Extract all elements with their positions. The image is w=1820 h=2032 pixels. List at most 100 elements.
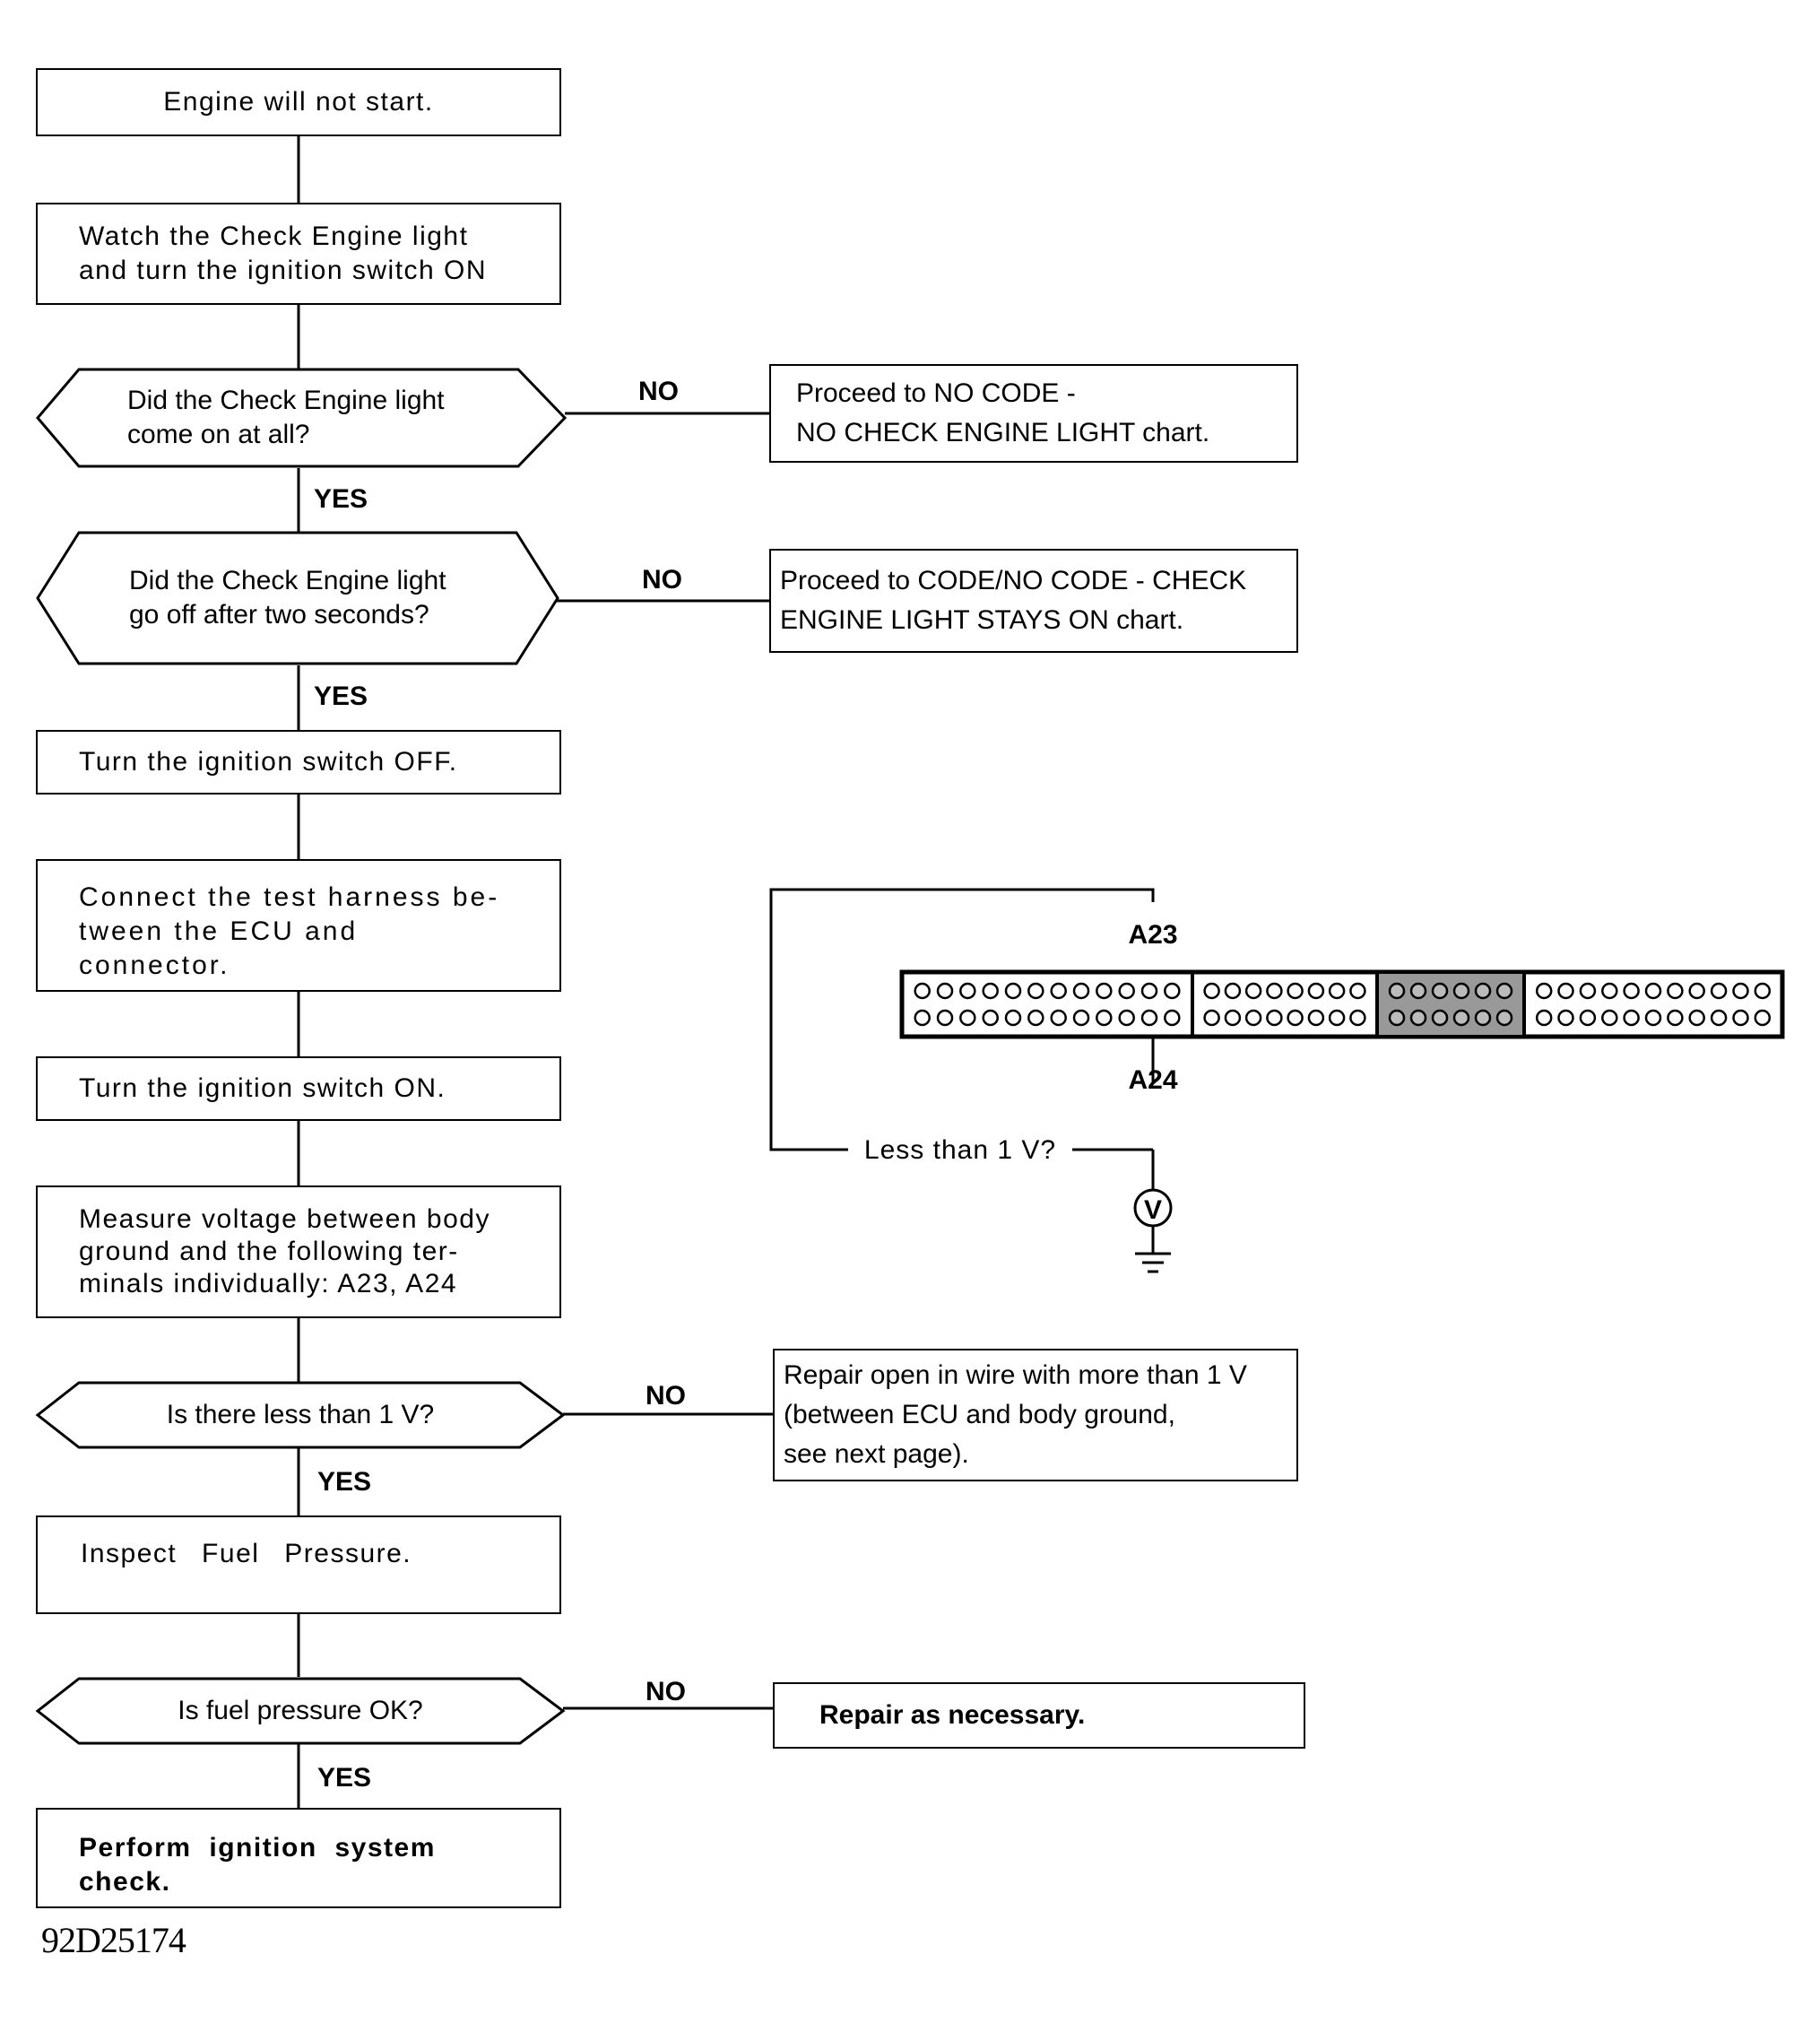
figure-caption: 92D25174 [41, 1920, 186, 1960]
connector-pin [1203, 982, 1220, 1000]
connector-pin [1388, 1009, 1406, 1027]
ignition-on-text: Turn the ignition switch ON. [79, 1073, 446, 1103]
connector-pin [1557, 1009, 1574, 1027]
connector-pin [1623, 1009, 1640, 1027]
branch-repair-text: Repair as necessary. [819, 1700, 1086, 1730]
voltmeter-symbol: V [1144, 1195, 1162, 1225]
connector-pin [1244, 1009, 1262, 1027]
connector-pin [1050, 1009, 1067, 1027]
connector-pin [936, 1009, 954, 1027]
yes-label-3: YES [317, 1467, 372, 1497]
connector-pin [959, 982, 976, 1000]
end-box: Perform ignition system check. [36, 1808, 561, 1908]
ignition-on-box: Turn the ignition switch ON. [36, 1056, 561, 1121]
q-fuel: Is fuel pressure OK? [90, 1679, 511, 1743]
connector-pin [1224, 982, 1242, 1000]
connector-pin [1224, 1009, 1242, 1027]
no-label-2: NO [642, 565, 682, 595]
connector-pin [1623, 982, 1640, 1000]
connector-pin [1557, 982, 1574, 1000]
terminal-a23-label: A23 [1128, 920, 1177, 950]
connector-pin [1667, 1009, 1684, 1027]
connector-pin [1535, 982, 1553, 1000]
connector-pin [1644, 982, 1662, 1000]
connector-pin [1409, 982, 1427, 1000]
connector-pin [1244, 982, 1262, 1000]
branch-no-light-text: Proceed to NO CODE - NO CHECK ENGINE LIG… [796, 378, 1210, 447]
connector-pin [1601, 982, 1618, 1000]
connector-pin [914, 1009, 931, 1027]
branch-no-light-box: Proceed to NO CODE - NO CHECK ENGINE LIG… [769, 364, 1298, 463]
connector-pin [1328, 1009, 1346, 1027]
connector-pin [1307, 1009, 1325, 1027]
branch-repair-open-text: Repair open in wire with more than 1 V (… [784, 1360, 1247, 1469]
connector-pin [1203, 1009, 1220, 1027]
connector-pin [1474, 1009, 1492, 1027]
connector-pin [1431, 982, 1449, 1000]
shaded-connector-section [1379, 974, 1522, 1035]
terminal-a24-label: A24 [1128, 1065, 1177, 1095]
connect-harness-box: Connect the test harness be- tween the E… [36, 859, 561, 992]
connector-pin [1004, 982, 1022, 1000]
measure-voltage-text: Measure voltage between body ground and … [79, 1204, 490, 1298]
start-box: Engine will not start. [36, 68, 561, 136]
no-label-1: NO [638, 377, 679, 406]
q-light-on-text: Did the Check Engine light come on at al… [127, 386, 445, 449]
connector-pin [1732, 1009, 1749, 1027]
connector-pin [959, 1009, 976, 1027]
yes-label-1: YES [314, 484, 368, 514]
yes-label-4: YES [317, 1763, 372, 1793]
connector-pin [1349, 1009, 1366, 1027]
ignition-off-box: Turn the ignition switch OFF. [36, 730, 561, 795]
q-light-off: Did the Check Engine light go off after … [90, 533, 550, 664]
connector-pin [936, 982, 954, 1000]
connector-pins [914, 982, 1772, 1027]
connector-pin [1644, 1009, 1662, 1027]
branch-repair-open-box: Repair open in wire with more than 1 V (… [773, 1349, 1298, 1481]
connector-pin [1535, 1009, 1553, 1027]
q-light-on: Did the Check Engine light come on at al… [90, 369, 549, 466]
connector-pin [1072, 982, 1090, 1000]
q-fuel-text: Is fuel pressure OK? [178, 1696, 423, 1725]
connector-pin [1495, 1009, 1513, 1027]
connector-pin [1495, 982, 1513, 1000]
measure-voltage-box: Measure voltage between body ground and … [36, 1185, 561, 1318]
connector-pin [1072, 1009, 1090, 1027]
ignition-off-text: Turn the ignition switch OFF. [79, 747, 458, 777]
connector-pin [982, 1009, 999, 1027]
connector-pin [914, 982, 931, 1000]
connector-pin [1601, 1009, 1618, 1027]
connector-pin [1452, 982, 1470, 1000]
connector-pin [1579, 1009, 1597, 1027]
start-text: Engine will not start. [163, 87, 434, 117]
connect-harness-text: Connect the test harness be- tween the E… [79, 882, 500, 980]
connector-pin [1004, 1009, 1022, 1027]
connector-pin [1667, 982, 1684, 1000]
connector-pin [1388, 982, 1406, 1000]
connector-pin [1474, 982, 1492, 1000]
connector-pin [1164, 1009, 1181, 1027]
inspect-fuel-box: Inspect Fuel Pressure. [36, 1515, 561, 1614]
no-label-3: NO [646, 1381, 686, 1411]
watch-light-text: Watch the Check Engine light and turn th… [79, 221, 488, 285]
connector-pin [1754, 982, 1772, 1000]
connector-pin [1118, 1009, 1135, 1027]
connector-pin [1096, 982, 1113, 1000]
connector-pin [1096, 1009, 1113, 1027]
connector-pin [1754, 1009, 1772, 1027]
branch-light-stays-box: Proceed to CODE/NO CODE - CHECK ENGINE L… [769, 549, 1298, 653]
connector-pin [1452, 1009, 1470, 1027]
q-voltage: Is there less than 1 V? [90, 1383, 511, 1447]
connector-pin [1732, 982, 1749, 1000]
connector-pin [1688, 1009, 1705, 1027]
connector-pin [1050, 982, 1067, 1000]
connector-pin [1266, 1009, 1283, 1027]
inspect-fuel-text: Inspect Fuel Pressure. [81, 1539, 412, 1568]
q-voltage-text: Is there less than 1 V? [166, 1400, 435, 1429]
connector-pin [1688, 982, 1705, 1000]
connector-pin [1349, 982, 1366, 1000]
connector-pin [1431, 1009, 1449, 1027]
connector-pin [1710, 1009, 1728, 1027]
